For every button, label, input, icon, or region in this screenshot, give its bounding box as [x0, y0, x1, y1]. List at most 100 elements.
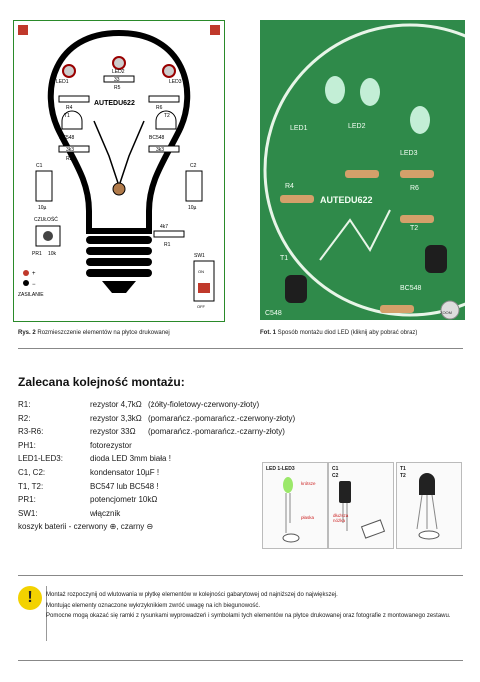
part-value: rezystor 4,7kΩ: [90, 400, 142, 409]
label-r2-value: 3k3: [66, 147, 74, 153]
part-label: LED1-LED3:: [18, 454, 63, 464]
label-led3: LED3: [169, 79, 182, 85]
label-c1: C1: [36, 163, 43, 169]
caption-rys-text: Rozmieszczenie elementów na płytce druko…: [37, 330, 170, 336]
photo-resistor: [400, 170, 434, 178]
part-color-code: (pomarańcz.-pomarańcz.-czarny-złoty): [148, 427, 285, 437]
part-value: kondensator 10µF !: [90, 467, 160, 477]
power-pad-minus: [23, 280, 29, 286]
figure-caption-fot1[interactable]: Fot. 1 Sposób montażu diod LED (kliknij …: [260, 330, 417, 336]
photoresistor: [112, 182, 126, 196]
corner-marker: [210, 25, 220, 35]
part-value: włącznik: [90, 508, 121, 518]
section-heading: Zalecana kolejność montażu:: [18, 375, 185, 389]
parts-list: R1: rezystor 4,7kΩ (żółty-fioletowy-czer…: [18, 398, 328, 534]
figure-led-note-short: krótsze: [301, 481, 316, 486]
led-pad: [112, 56, 126, 70]
figure-capacitor: C1 C2 dłuższa nóżka: [328, 462, 394, 549]
photo-label-led2: LED2: [348, 123, 366, 130]
label-r6: R6: [156, 105, 163, 111]
label-pr1-value: 10k: [48, 251, 57, 257]
photo-label-c548: C548: [265, 310, 282, 317]
bulb-base-ring: [86, 269, 152, 277]
parts-row: R3-R6: rezystor 33Ω (pomarańcz.-pomarańc…: [18, 425, 328, 439]
photo-resistor: [345, 170, 379, 178]
photo-label-r4: R4: [285, 183, 294, 190]
photo-svg: AUTEDU622 LED1 LED2 LED3 R4 R6 T1 T2 BC5…: [260, 20, 465, 320]
figure-cap-note: dłuższa nóżka: [333, 513, 349, 523]
label-bc548-1: BC548: [59, 135, 75, 141]
photo-resistor: [400, 215, 434, 223]
part-value: BC547 lub BC548 !: [90, 481, 159, 491]
bulb-base-ring: [86, 236, 152, 244]
part-label: PR1:: [18, 495, 36, 505]
section-divider: [18, 575, 463, 576]
part-value: rezystor 3,3kΩ: [90, 413, 142, 423]
figure-cap-title2: C2: [332, 473, 339, 479]
figure-tr-title2: T2: [400, 473, 406, 479]
resistor-r2: [58, 145, 90, 153]
part-label: R3-R6:: [18, 427, 44, 437]
photo-transistor: [425, 245, 447, 273]
resistor-r3: [148, 145, 180, 153]
zoom-label: ZOOM: [440, 310, 452, 315]
tr-symbol: [418, 530, 440, 540]
pcb-svg: LED1 LED2 LED3 33 R5 R4 R6 AUTEDU622 T1 …: [18, 25, 220, 309]
photo-label-r6: R6: [410, 185, 419, 192]
pcb-layout-drawing: LED1 LED2 LED3 33 R5 R4 R6 AUTEDU622 T1 …: [13, 20, 225, 322]
photo-led: [325, 76, 345, 104]
caption-rys-prefix: Rys. 2: [18, 330, 36, 336]
photo-filament: [319, 209, 391, 261]
capacitor-body: [339, 481, 351, 503]
label-r4: R4: [66, 105, 73, 111]
assembly-tip: ! Montaż rozpoczynij od wlutowania w pły…: [18, 586, 463, 646]
cap-symbol: [360, 519, 386, 539]
photo-label-led1: LED1: [290, 125, 308, 132]
caption-fot-text[interactable]: Sposób montażu diod LED (kliknij aby pob…: [277, 330, 418, 336]
tip-line-3: Pomocne mogą okazać się ramki z rysunkam…: [46, 613, 451, 619]
caption-fot-prefix: Fot. 1: [260, 330, 276, 336]
label-led2: LED2: [112, 69, 125, 75]
resistor-r6: [148, 95, 180, 103]
part-label: R1:: [18, 400, 31, 409]
label-sw1: SW1: [194, 253, 205, 259]
transistor-t1: [61, 110, 83, 130]
capacitor-c1: [35, 170, 53, 202]
warning-icon: !: [18, 586, 42, 610]
transistor-t2: [155, 110, 177, 130]
label-t2: T2: [164, 113, 170, 119]
power-pad-plus: [23, 270, 29, 276]
transistor-diagram: [416, 473, 440, 540]
capacitor-c2: [185, 170, 203, 202]
photo-label-bc548: BC548: [400, 285, 422, 292]
label-r1: R1: [164, 242, 171, 248]
tr-leg: [431, 494, 438, 530]
bulb-base-ring: [86, 247, 152, 255]
tip-separator: [46, 586, 47, 641]
part-value: rezystor 33Ω: [90, 427, 136, 437]
part-label: koszyk baterii - czerwony ⊕, czarny ⊖: [18, 522, 154, 532]
label-r2: R2: [66, 156, 73, 162]
parts-row: C1, C2: kondensator 10µF !: [18, 466, 328, 480]
photo-led: [360, 78, 380, 106]
led-pad: [162, 64, 176, 78]
section-divider: [18, 660, 463, 661]
parts-row: LED1-LED3: dioda LED 3mm biała !: [18, 452, 328, 466]
label-board: AUTEDU622: [94, 100, 135, 107]
part-label: R2:: [18, 413, 31, 423]
part-label: T1, T2:: [18, 481, 44, 491]
label-czulosc: CZUŁOŚĆ: [34, 215, 58, 223]
photo-label-t1: T1: [280, 255, 288, 262]
label-plus: +: [32, 271, 36, 277]
assembly-photo[interactable]: AUTEDU622 LED1 LED2 LED3 R4 R6 T1 T2 BC5…: [260, 20, 465, 320]
parts-row: SW1: włącznik: [18, 507, 328, 521]
filament: [93, 120, 145, 189]
part-label: SW1:: [18, 508, 38, 518]
parts-row: koszyk baterii - czerwony ⊕, czarny ⊖: [18, 520, 328, 534]
photo-label-t2: T2: [410, 225, 418, 232]
zoom-icon[interactable]: [440, 300, 460, 320]
parts-row: PR1: potencjometr 10kΩ: [18, 493, 328, 507]
bulb-tip: [102, 281, 136, 293]
switch-sw1: [193, 260, 215, 302]
capacitor-diagram: [339, 481, 386, 539]
